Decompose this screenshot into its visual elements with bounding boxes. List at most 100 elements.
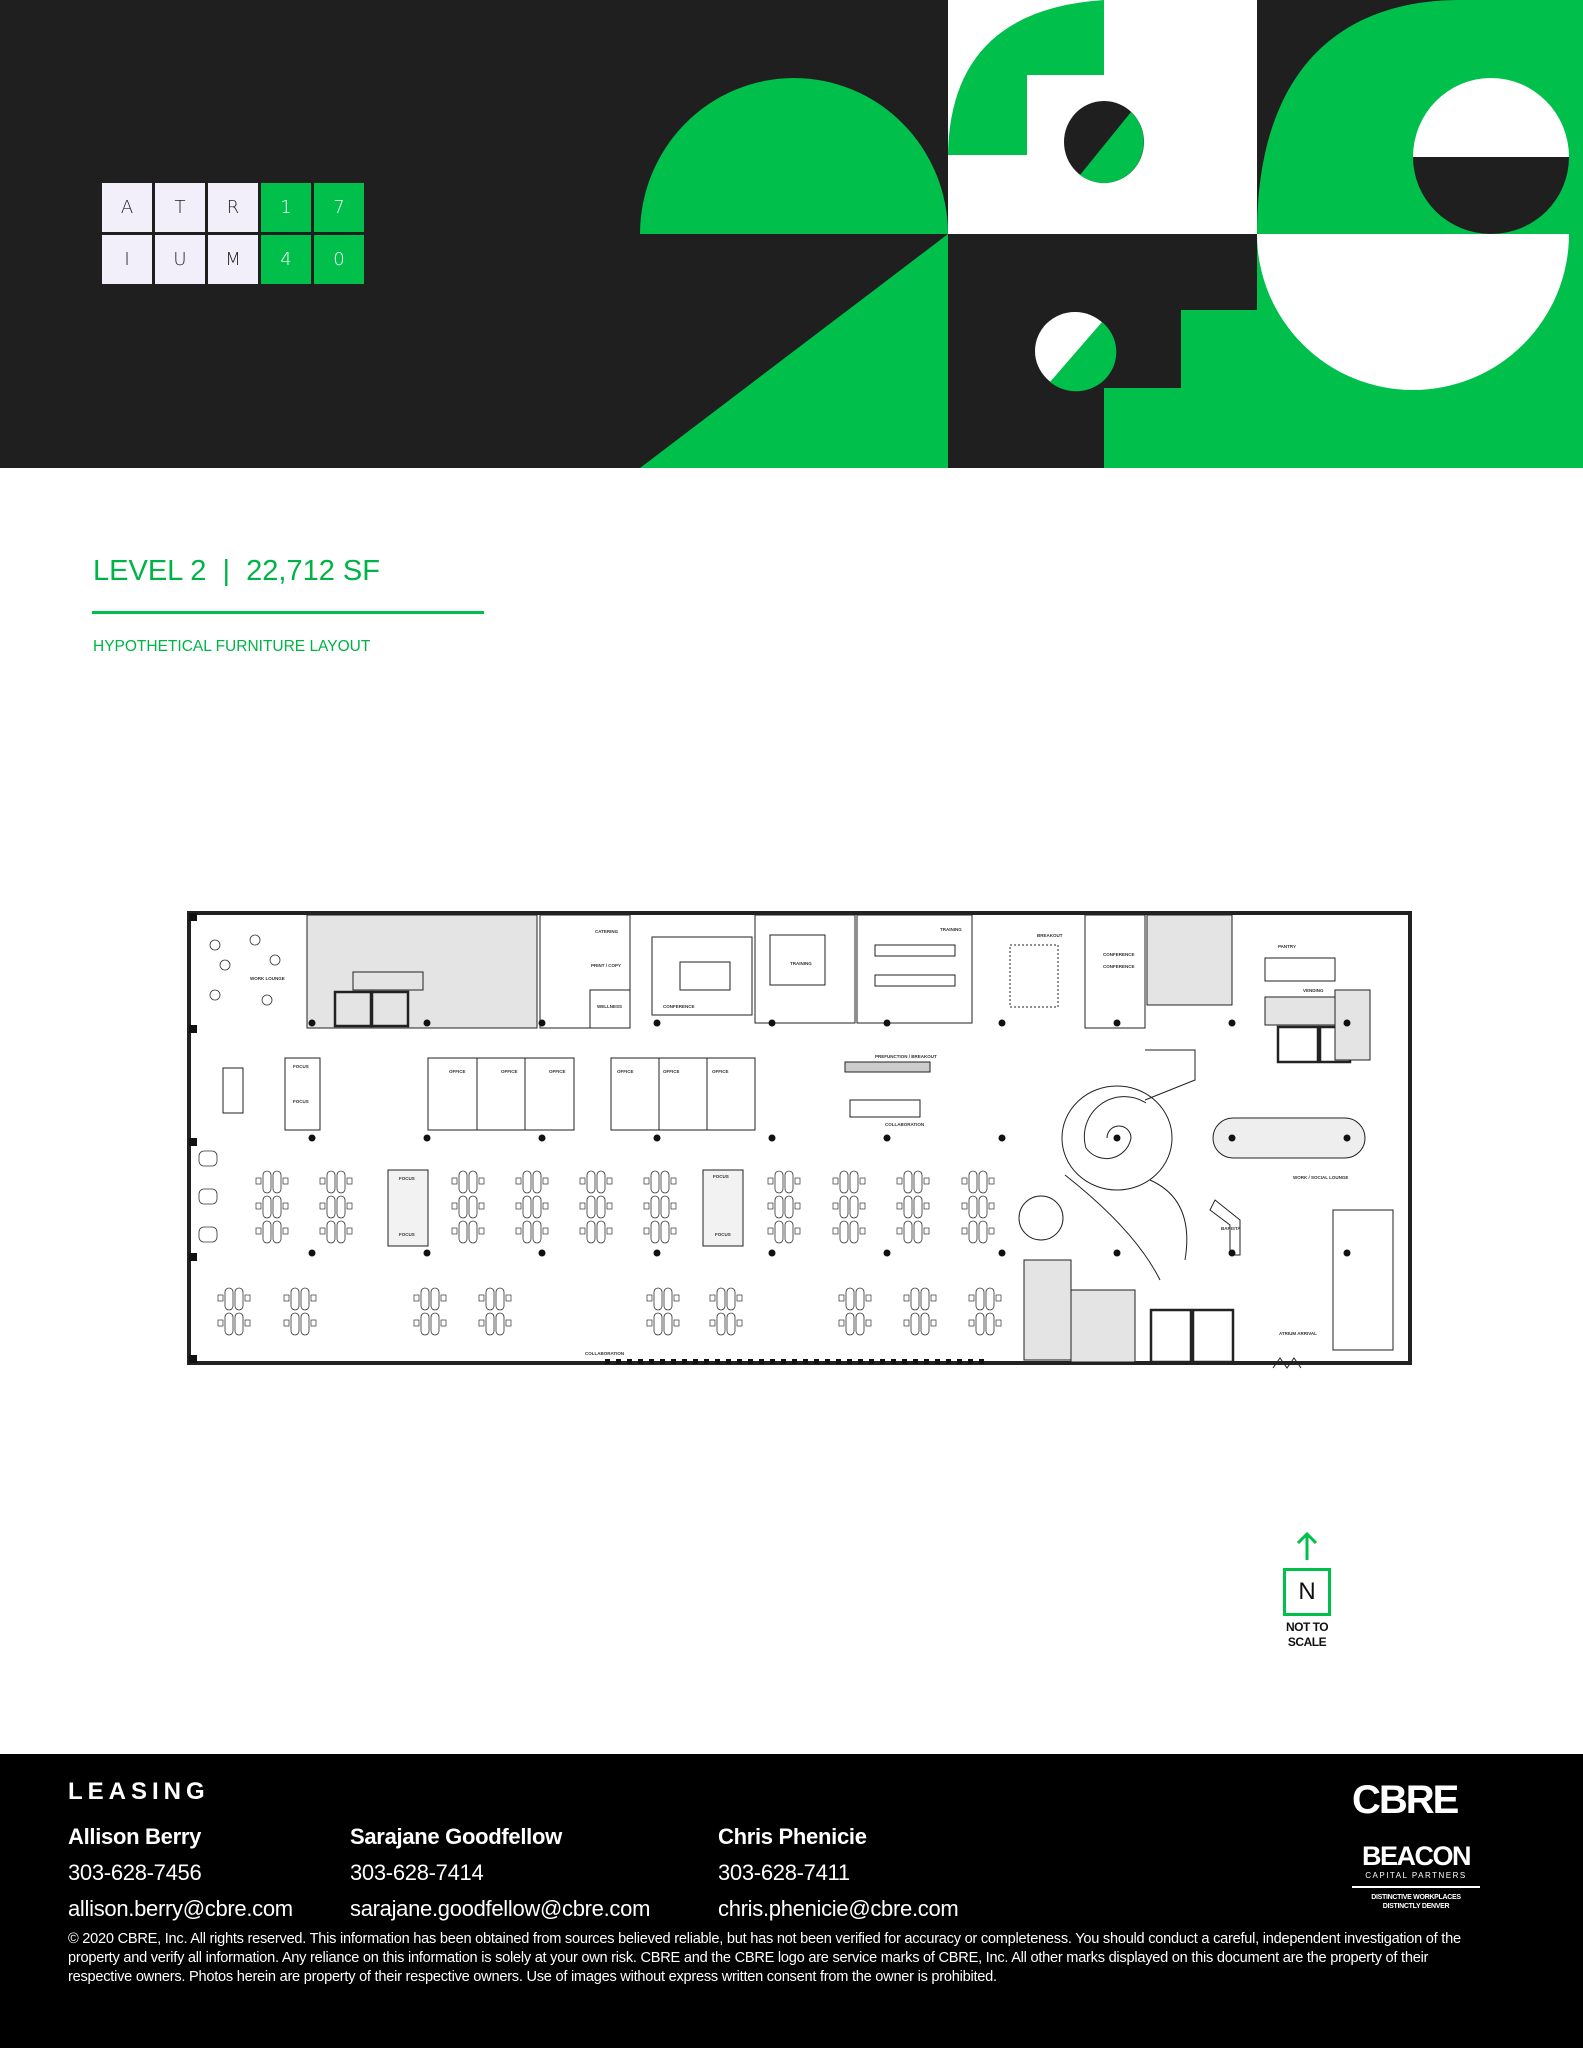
column — [768, 1019, 776, 1027]
desk — [262, 1195, 272, 1219]
desk — [920, 1312, 930, 1336]
chair — [896, 1227, 903, 1235]
column — [653, 1019, 661, 1027]
contact-phone[interactable]: 303-628-7456 — [68, 1860, 202, 1885]
desk — [300, 1287, 310, 1311]
window-mullion — [715, 1359, 720, 1364]
desk — [336, 1195, 346, 1219]
label-print-copy: PRINT / COPY — [591, 963, 621, 968]
desk — [596, 1170, 606, 1194]
cbre-logo: CBRE — [1352, 1778, 1459, 1822]
desk — [262, 1170, 272, 1194]
contact-email[interactable]: chris.phenicie@cbre.com — [718, 1896, 959, 1921]
label-conference: CONFERENCE — [663, 1004, 695, 1009]
chair — [961, 1177, 968, 1185]
desk — [272, 1195, 282, 1219]
column — [308, 1134, 316, 1142]
contact-card: Allison Berry 303-628-7456 allison.berry… — [68, 1824, 293, 1922]
label-office: OFFICE — [663, 1069, 680, 1074]
chair — [838, 1319, 845, 1327]
contact-phone[interactable]: 303-628-7411 — [718, 1860, 850, 1885]
window-mullion — [748, 1359, 753, 1364]
desk — [290, 1287, 300, 1311]
chair — [988, 1227, 995, 1235]
window-mullion — [660, 1359, 665, 1364]
beacon-sub: CAPITAL PARTNERS — [1365, 1871, 1467, 1880]
column — [1113, 1019, 1121, 1027]
leasing-heading: LEASING — [68, 1778, 210, 1805]
column — [423, 1019, 431, 1027]
window-mullion — [671, 1359, 676, 1364]
chair — [859, 1177, 866, 1185]
chair — [794, 1227, 801, 1235]
logo-cell: I — [102, 235, 152, 284]
chair — [255, 1202, 262, 1210]
desk — [234, 1312, 244, 1336]
white-e-half — [1413, 78, 1569, 157]
window-mullion — [814, 1359, 819, 1364]
training-table-u — [769, 934, 826, 986]
chair — [670, 1202, 677, 1210]
label-wellness: WELLNESS — [597, 1004, 622, 1009]
desk — [336, 1220, 346, 1244]
desk — [300, 1312, 310, 1336]
chair — [217, 1294, 224, 1302]
desk — [596, 1220, 606, 1244]
chair — [865, 1294, 872, 1302]
column — [423, 1134, 431, 1142]
desk — [716, 1287, 726, 1311]
desk — [855, 1287, 865, 1311]
chair — [767, 1227, 774, 1235]
chair — [896, 1177, 903, 1185]
desk — [586, 1195, 596, 1219]
desk — [839, 1220, 849, 1244]
elevator — [1149, 1308, 1193, 1364]
stair-bottom — [1023, 1259, 1072, 1361]
window-mullion — [891, 1359, 896, 1364]
chair — [346, 1202, 353, 1210]
window-mullion — [902, 1359, 907, 1364]
label-training-2: TRAINING — [940, 927, 962, 932]
chair — [413, 1319, 420, 1327]
round-table — [1018, 1195, 1064, 1241]
beacon-wordmark: BEACON — [1361, 1841, 1472, 1871]
window-mullion — [759, 1359, 764, 1364]
logo-cell: 0 — [314, 235, 364, 284]
desk — [903, 1170, 913, 1194]
beacon-logo: BEACON CAPITAL PARTNERS DISTINCTIVE WORK… — [1352, 1842, 1480, 1911]
label-social-lounge: WORK / SOCIAL LOUNGE — [1293, 1175, 1348, 1180]
window-mullion — [847, 1359, 852, 1364]
column — [998, 1134, 1006, 1142]
window-mullion — [627, 1359, 632, 1364]
desk — [913, 1170, 923, 1194]
chair — [767, 1177, 774, 1185]
green-triangle — [640, 234, 948, 468]
chair — [670, 1227, 677, 1235]
green-half-circle — [640, 78, 948, 234]
desk — [336, 1170, 346, 1194]
desk — [650, 1195, 660, 1219]
chair — [995, 1319, 1002, 1327]
desk — [774, 1195, 784, 1219]
contact-email[interactable]: allison.berry@cbre.com — [68, 1896, 293, 1921]
chair — [515, 1202, 522, 1210]
window-mullion — [803, 1359, 808, 1364]
contact-phone[interactable]: 303-628-7414 — [350, 1860, 484, 1885]
column — [1228, 1019, 1236, 1027]
desk — [726, 1287, 736, 1311]
lounge-chair — [209, 939, 221, 951]
catering-room — [539, 914, 631, 1029]
chair — [440, 1319, 447, 1327]
contact-card: Chris Phenicie 303-628-7411 chris.phenic… — [718, 1824, 959, 1922]
contact-name: Sarajane Goodfellow — [350, 1824, 562, 1849]
chair — [930, 1294, 937, 1302]
window-mullion — [770, 1359, 775, 1364]
desk — [774, 1220, 784, 1244]
contact-email[interactable]: sarajane.goodfellow@cbre.com — [350, 1896, 651, 1921]
column — [1113, 1249, 1121, 1257]
chair — [505, 1294, 512, 1302]
hero-banner: A T R 1 7 I U M 4 0 — [0, 0, 1583, 468]
chair — [606, 1227, 613, 1235]
desk — [430, 1312, 440, 1336]
column — [538, 1019, 546, 1027]
